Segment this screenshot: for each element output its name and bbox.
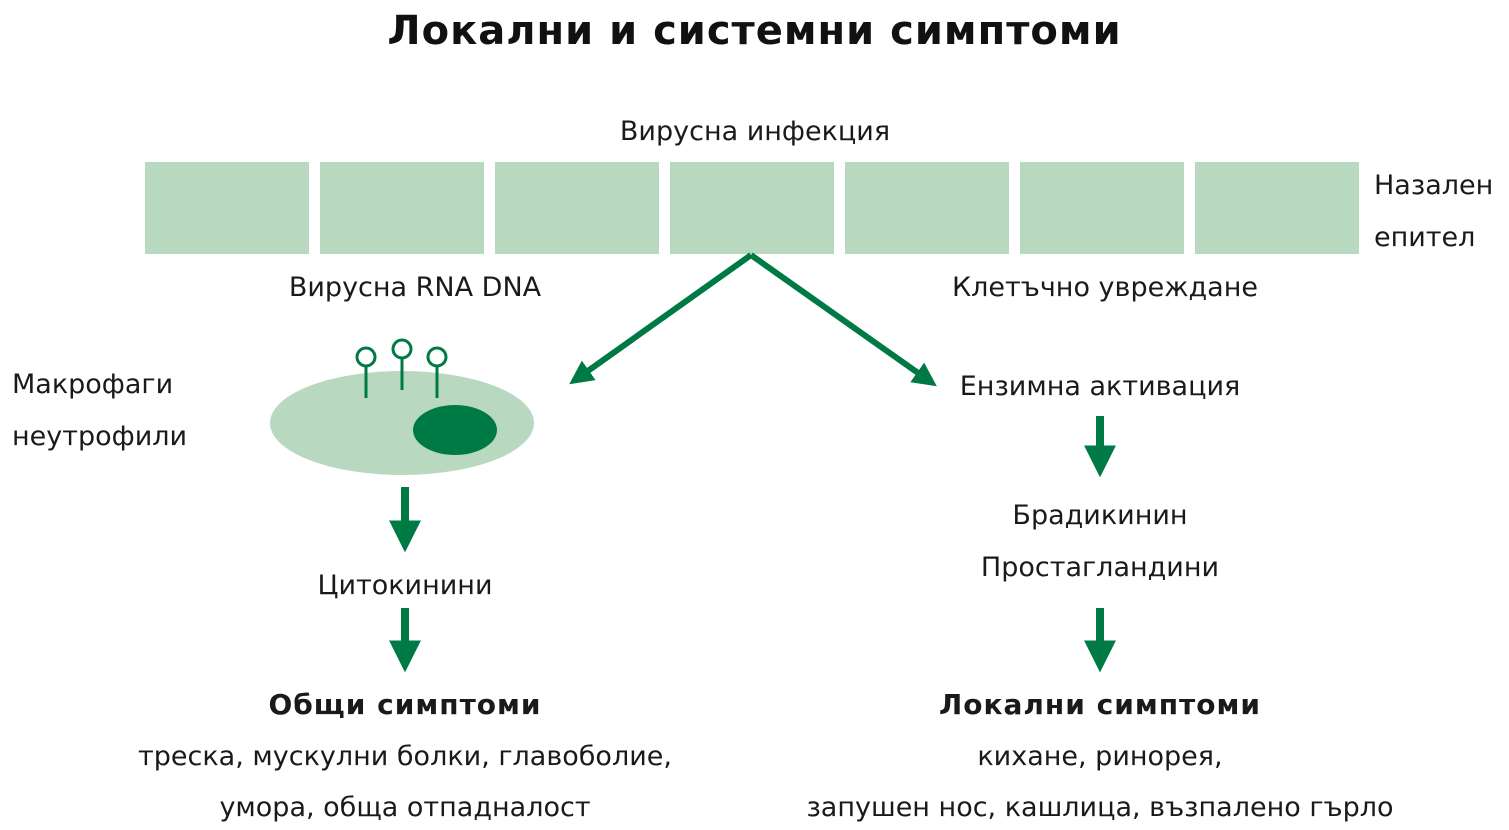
macrophages-label-line1: Макрофаги — [12, 369, 174, 400]
epithelial-cell — [1020, 162, 1184, 254]
arrow-icon — [569, 252, 753, 385]
general-symptoms-line2: умора, обща отпадналост — [219, 792, 591, 823]
macrophage-icon — [270, 338, 534, 475]
receptor-icons — [355, 338, 448, 398]
cell-damage-label: Клетъчно увреждане — [952, 272, 1258, 303]
local-symptoms-line2: запушен нос, кашлица, възпалено гърло — [806, 792, 1394, 823]
epithelial-cell — [320, 162, 484, 254]
arrow-icon — [749, 252, 937, 387]
branch-arrows — [569, 252, 937, 387]
epithelial-cell — [495, 162, 659, 254]
infection-label: Вирусна инфекция — [619, 116, 891, 147]
prostaglandins-label: Простагландини — [980, 552, 1220, 583]
bradykinin-label: Брадикинин — [1012, 500, 1188, 531]
local-symptoms-heading: Локални симптоми — [938, 688, 1262, 721]
epithelium-label-line2: епител — [1374, 222, 1476, 253]
epithelium-label-line1: Назален — [1374, 170, 1494, 201]
epithelial-cell — [670, 162, 834, 254]
diagram-title: Локални и системни симптоми — [387, 8, 1122, 54]
general-symptoms-heading: Общи симптоми — [268, 688, 542, 721]
epithelial-cell — [845, 162, 1009, 254]
general-symptoms-line1: треска, мускулни болки, главоболие, — [138, 741, 672, 772]
cytokines-label: Цитокинини — [317, 570, 493, 601]
enzyme-activation-label: Ензимна активация — [959, 371, 1241, 402]
epithelial-cell — [145, 162, 309, 254]
macrophages-label-line2: неутрофили — [12, 421, 188, 452]
local-symptoms-line1: кихане, ринорея, — [977, 741, 1223, 772]
viral-rna-dna-label: Вирусна RNA DNA — [288, 272, 542, 303]
epithelial-cell — [1195, 162, 1359, 254]
